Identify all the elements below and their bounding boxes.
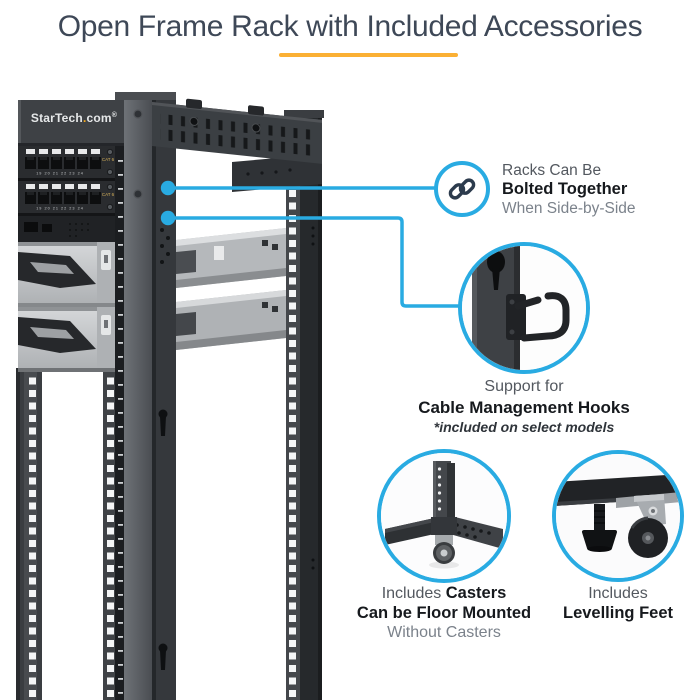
connector-dot-hooks	[160, 210, 176, 226]
patch-panel-2: 19 20 21 22 23 24 CAT 6	[18, 181, 115, 213]
server-rails	[176, 228, 286, 350]
patch-panel-1: 19 20 21 22 23 24 CAT 6	[18, 146, 115, 178]
rack-front-left-post	[16, 368, 42, 700]
levelling-feet-photo	[552, 450, 684, 582]
cable-hooks-caption: Support for Cable Management Hooks *incl…	[394, 377, 654, 436]
bolted-together-caption: Racks Can Be Bolted Together When Side-b…	[502, 161, 692, 218]
callout-connectors	[166, 186, 460, 308]
network-switch	[18, 216, 115, 242]
caption-line: When Side-by-Side	[502, 200, 636, 217]
link-icon	[448, 178, 476, 200]
logo-part1: StarTech	[30, 111, 83, 125]
logo-part2: com	[86, 111, 112, 125]
cable-hooks-photo	[458, 242, 590, 374]
server-1	[18, 242, 115, 307]
connector-hooks	[166, 216, 460, 308]
server-2	[18, 307, 115, 372]
port-numbers: 19 20 21 22 23 24	[36, 172, 84, 176]
startech-logo: StarTech.com®	[26, 108, 122, 125]
logo-dot: .	[82, 111, 87, 125]
caption-line: Support for	[484, 378, 564, 395]
caption-line: Levelling Feet	[562, 603, 674, 622]
rack-top-side-rail	[152, 98, 322, 164]
caster-illustration	[381, 453, 507, 579]
caption-line: *included on select models	[433, 419, 615, 435]
panel-label-cat6: CAT 6	[102, 192, 115, 197]
caption-line: Includes	[588, 585, 648, 602]
caption-line: Without Casters	[387, 624, 501, 641]
bolted-together-badge	[434, 161, 490, 217]
casters-photo	[377, 449, 511, 583]
levelling-feet-caption: Includes Levelling Feet	[513, 584, 700, 623]
rack-equipment: 19 20 21 22 23 24 CAT 6 19 20 21 22 23 2…	[18, 100, 124, 372]
page-title: Open Frame Rack with Included Accessorie…	[57, 10, 643, 43]
cable-hook-illustration	[462, 246, 586, 370]
casters-caption: Includes Casters Can be Floor Mounted Wi…	[319, 584, 569, 643]
title-underline	[279, 53, 458, 57]
connector-dot-bolted	[160, 180, 176, 196]
caption-line: Racks Can Be	[502, 162, 602, 179]
rack-rear-top-bar	[232, 154, 322, 192]
panel-label-cat6: CAT 6	[102, 157, 115, 162]
logo-registered-mark: ®	[111, 112, 118, 119]
rack-rear-right-post	[284, 110, 324, 700]
caption-line: Cable Management Hooks	[418, 398, 630, 417]
port-numbers: 19 20 21 22 23 24	[36, 207, 84, 211]
rack-front-right-post	[115, 92, 176, 700]
caption-line: Bolted Together	[502, 180, 628, 198]
caption-line: Can be Floor Mounted	[356, 603, 532, 622]
caption-line: Includes Casters	[381, 584, 507, 602]
levelling-foot-illustration	[556, 454, 680, 578]
